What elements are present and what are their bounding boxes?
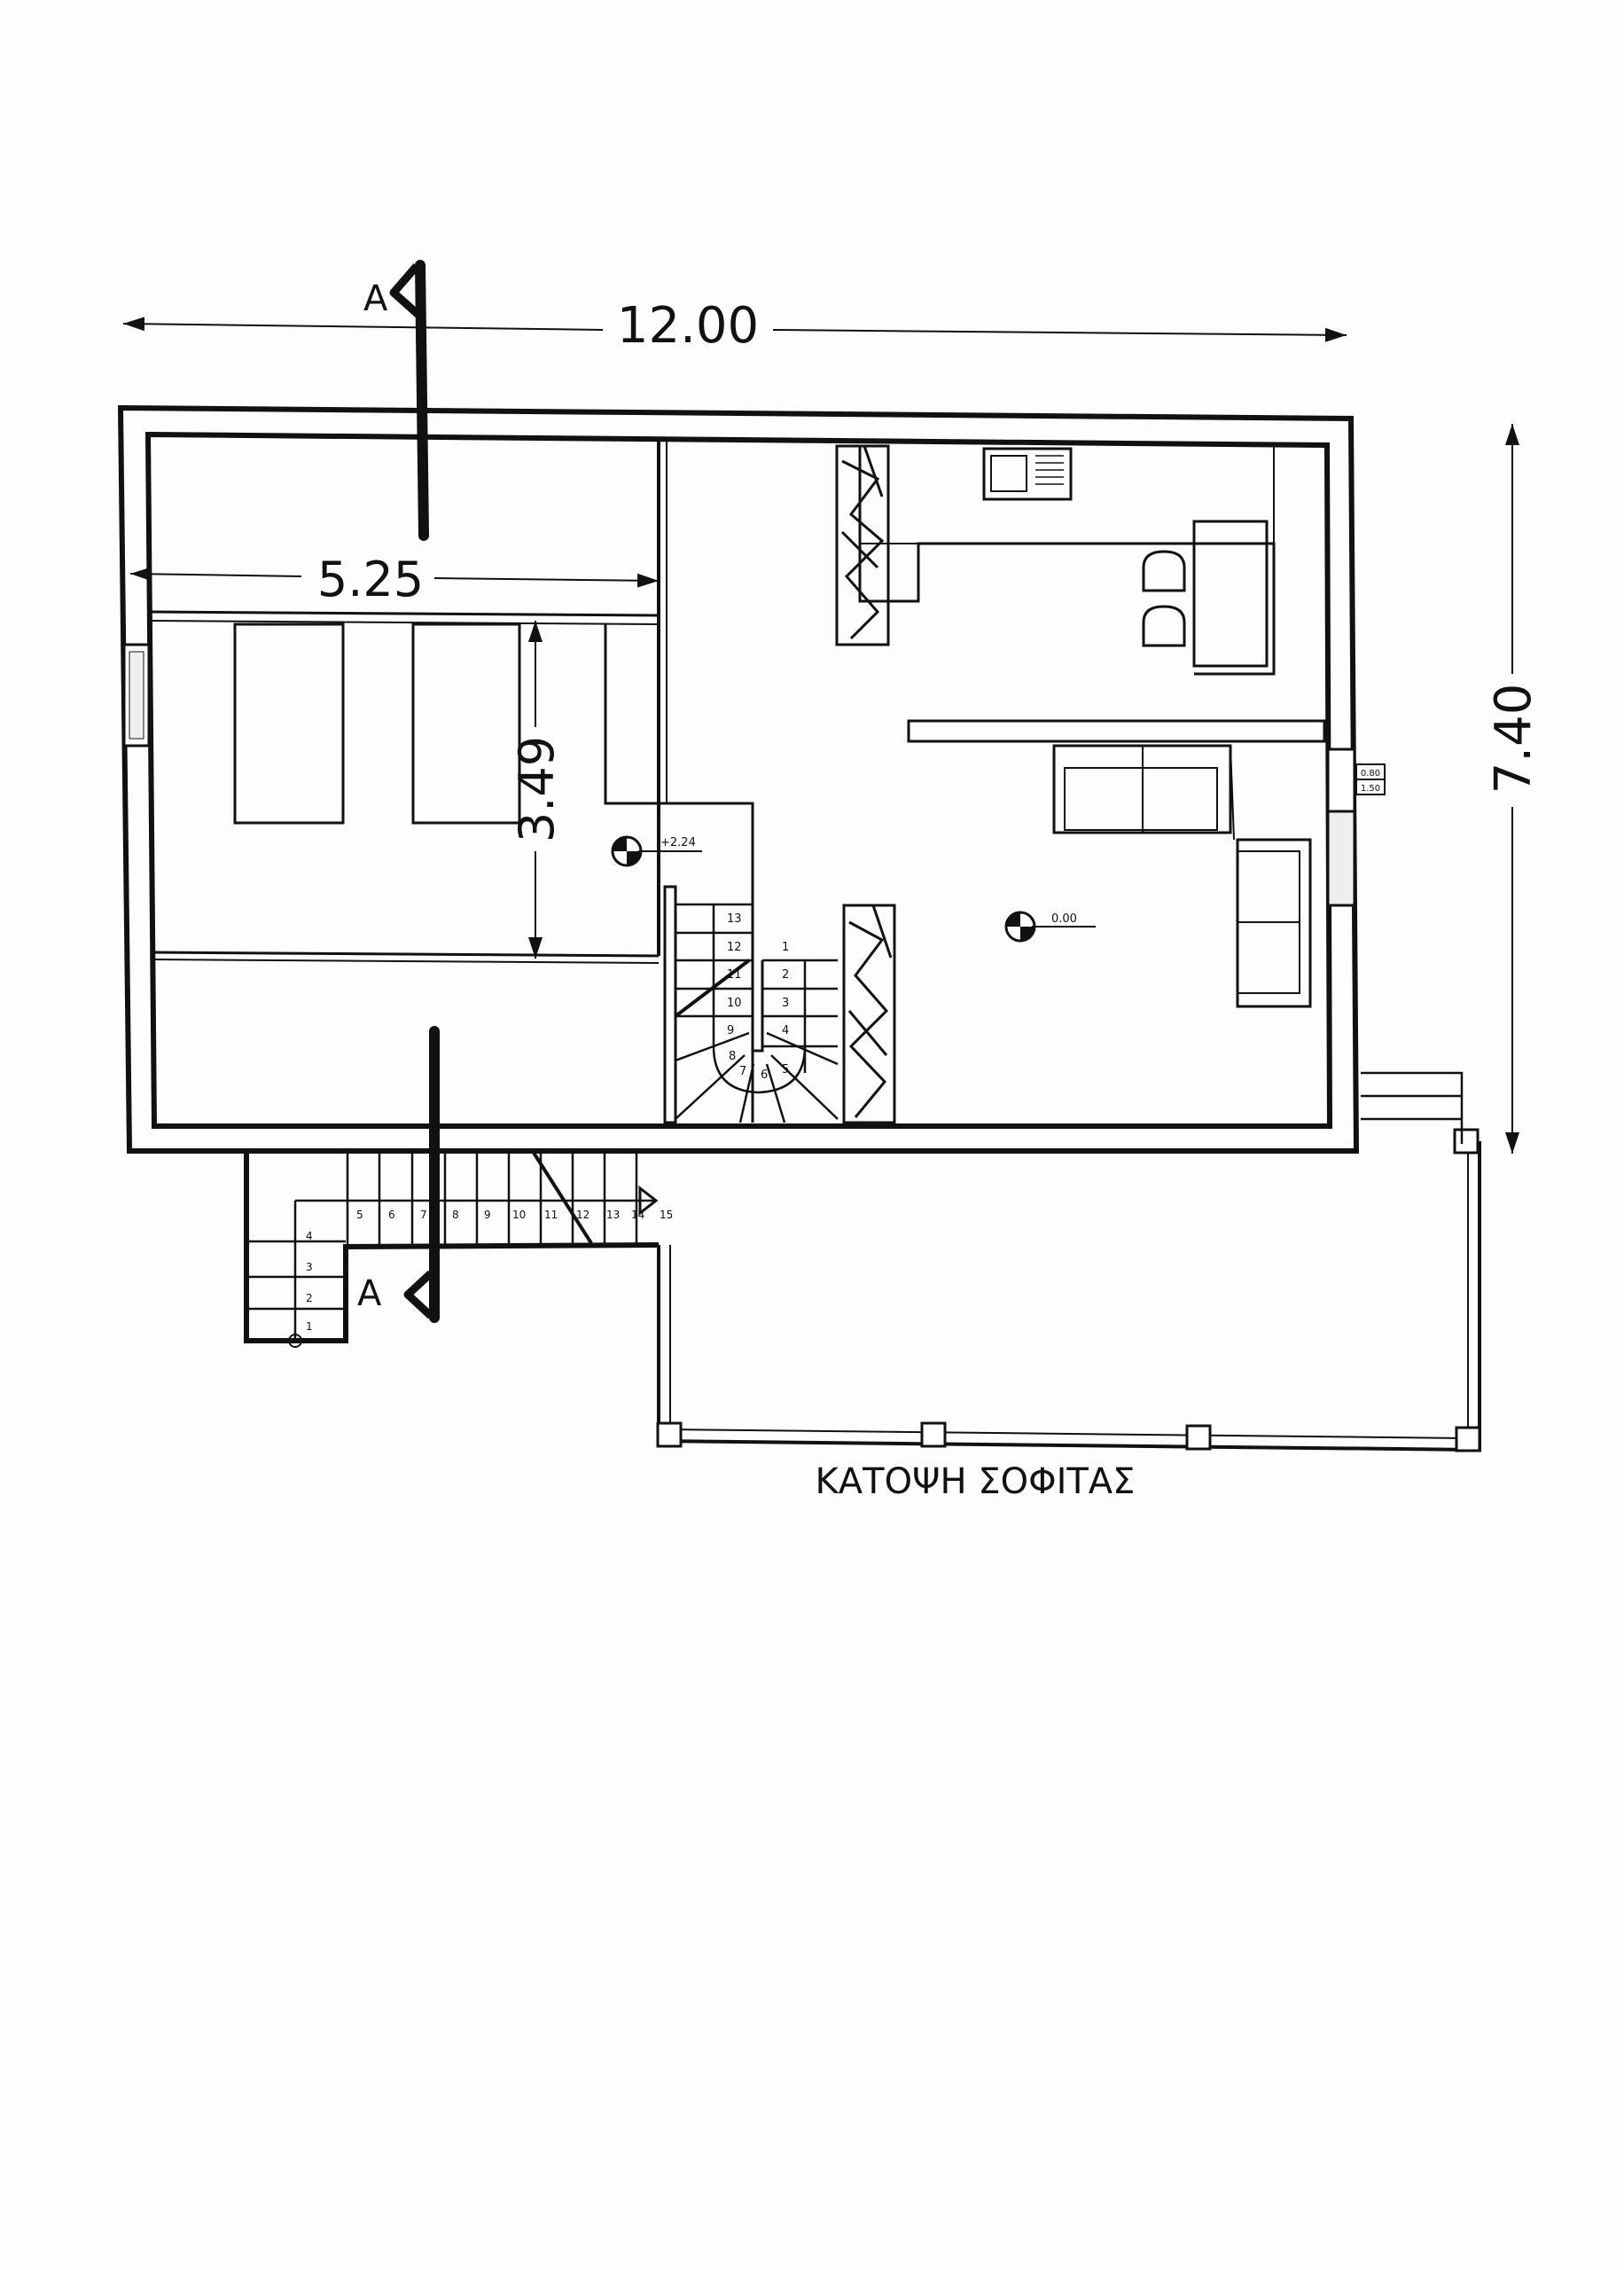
inner-stair-step-numbers: 13 12 11 10 9 8 1 2 3 4 5 6 7 [727, 912, 789, 1082]
dimension-overall-width: 12.00 [122, 297, 1347, 355]
svg-text:3: 3 [306, 1261, 313, 1273]
inner-staircase: 13 12 11 10 9 8 1 2 3 4 5 6 7 [663, 885, 839, 1124]
svg-text:8: 8 [729, 1050, 736, 1063]
section-label: A [357, 1273, 382, 1314]
svg-text:4: 4 [306, 1230, 313, 1242]
svg-text:13: 13 [727, 912, 742, 926]
outer-staircase: 1 2 3 4 5 6 7 8 9 10 11 12 13 14 15 [244, 1151, 673, 1348]
dimension-text: 7.40 [1485, 684, 1542, 794]
level-text: 0.00 [1051, 912, 1077, 926]
exterior-walls [117, 404, 1360, 1154]
svg-text:2: 2 [306, 1292, 313, 1304]
dimension-text: 3.49 [509, 736, 565, 842]
svg-text:1: 1 [306, 1320, 313, 1333]
svg-text:13: 13 [606, 1209, 620, 1221]
svg-text:2: 2 [782, 968, 789, 982]
svg-text:12: 12 [727, 941, 742, 954]
section-mark-top: A [363, 260, 429, 541]
kitchen-counter [858, 446, 1276, 676]
window-label: 0.80 [1361, 769, 1380, 779]
svg-text:3: 3 [782, 997, 789, 1010]
sofa [1052, 744, 1312, 1008]
level-text: +2.24 [660, 836, 696, 849]
wardrobe [604, 624, 754, 1123]
dimension-overall-depth: 7.40 [1485, 424, 1542, 1154]
svg-text:10: 10 [512, 1209, 526, 1221]
svg-text:9: 9 [727, 1024, 734, 1037]
shelf [907, 719, 1326, 743]
svg-text:1: 1 [782, 941, 789, 954]
beds [233, 622, 521, 825]
stone-column-upper [835, 444, 890, 646]
svg-text:7: 7 [739, 1065, 746, 1078]
terrace [656, 1071, 1481, 1452]
svg-text:12: 12 [576, 1209, 589, 1221]
svg-text:8: 8 [452, 1209, 459, 1221]
svg-text:5: 5 [782, 1063, 789, 1076]
drawing-title: ΚΑΤΟΨΗ ΣΟΦΙΤΑΣ [816, 1461, 1136, 1502]
svg-text:6: 6 [761, 1068, 768, 1082]
dimension-room-depth: 3.49 [509, 621, 565, 959]
dining-table [1142, 520, 1269, 668]
interior-walls [150, 440, 668, 964]
svg-text:5: 5 [356, 1209, 363, 1221]
dimension-text: 12.00 [617, 297, 759, 355]
level-marker-main: 0.00 [1004, 911, 1096, 943]
section-label: A [363, 278, 388, 319]
outer-stair-step-numbers: 1 2 3 4 5 6 7 8 9 10 11 12 13 14 15 [306, 1209, 673, 1333]
window-left [122, 643, 151, 748]
svg-text:15: 15 [660, 1209, 673, 1221]
level-marker-upper: +2.24 [611, 835, 702, 867]
svg-text:10: 10 [727, 997, 742, 1010]
svg-text:7: 7 [420, 1209, 427, 1221]
window-label: 1.50 [1361, 784, 1380, 794]
svg-text:4: 4 [782, 1024, 789, 1037]
sink [982, 447, 1073, 501]
svg-text:11: 11 [544, 1209, 558, 1221]
svg-text:9: 9 [484, 1209, 491, 1221]
svg-text:6: 6 [388, 1209, 395, 1221]
window-right: 0.80 1.50 [1326, 748, 1386, 907]
section-mark-bottom: A [357, 1026, 440, 1323]
svg-text:11: 11 [727, 968, 742, 982]
dimension-text: 5.25 [317, 552, 424, 607]
stone-column-lower [842, 904, 896, 1124]
dimension-room-width: 5.25 [129, 552, 660, 607]
svg-text:14: 14 [631, 1209, 644, 1221]
